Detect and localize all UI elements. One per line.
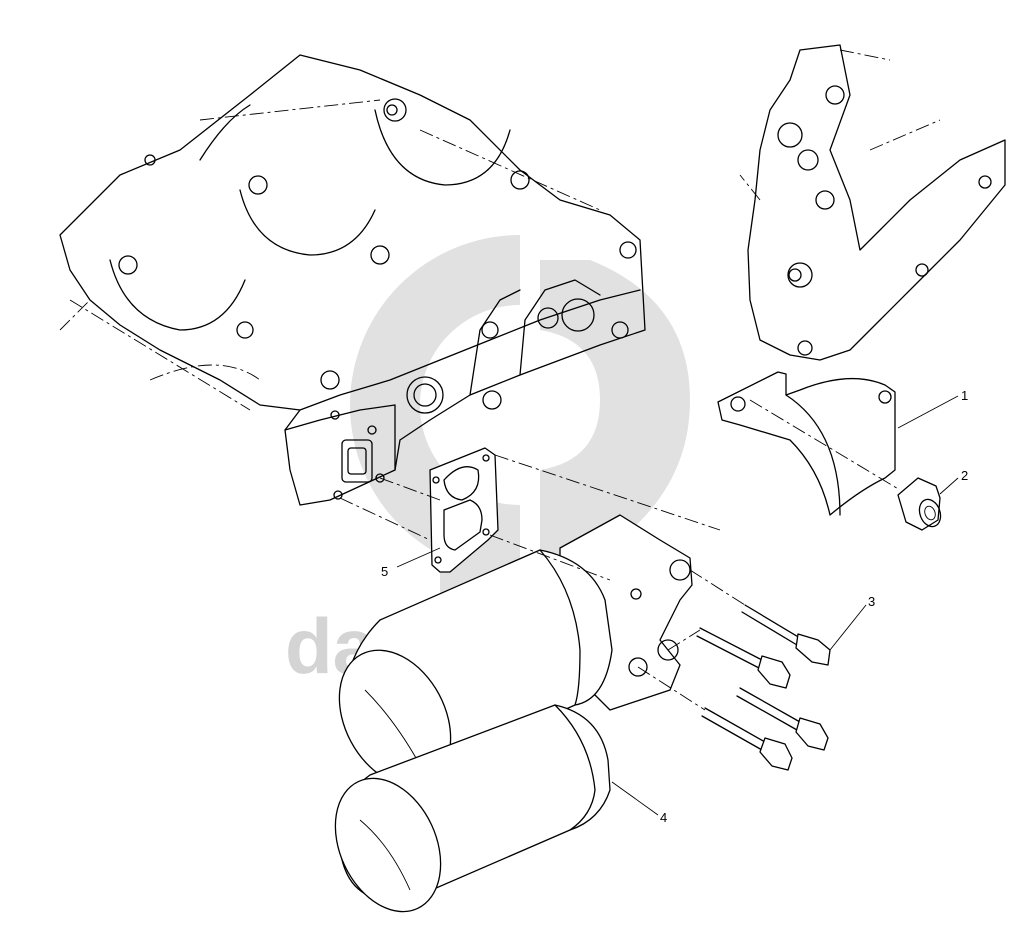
callout-3: 3: [868, 594, 875, 609]
projection-lines: [339, 399, 901, 711]
callout-4: 4: [660, 810, 667, 825]
flange-bolt[interactable]: [741, 604, 831, 666]
heat-shield[interactable]: [717, 371, 896, 516]
flange-bolt[interactable]: [701, 707, 793, 771]
engine-block: [59, 54, 646, 506]
flange-bolt[interactable]: [696, 627, 791, 689]
oil-filter-assembly[interactable]: [315, 514, 693, 929]
callout-1: 1: [961, 388, 968, 403]
gasket[interactable]: [429, 447, 499, 573]
leader-lines: [396, 395, 959, 816]
callout-2: 2: [961, 468, 968, 483]
flange-bolts[interactable]: [696, 604, 831, 771]
socket-screw[interactable]: [897, 477, 944, 531]
timing-cover: [739, 44, 1006, 361]
callout-5: 5: [381, 564, 388, 579]
flange-bolt[interactable]: [736, 687, 829, 751]
